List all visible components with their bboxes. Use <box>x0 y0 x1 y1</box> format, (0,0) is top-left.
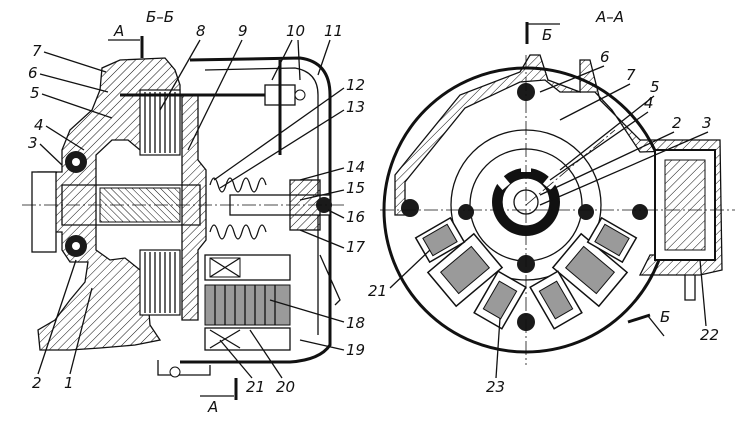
housing-cover <box>394 54 723 276</box>
label-16: 16 <box>346 208 365 226</box>
rlabel-4: 4 <box>644 94 654 112</box>
bolt-right <box>632 204 648 220</box>
bolt-top <box>517 83 535 101</box>
rlabel-5: 5 <box>650 78 660 96</box>
rlabel-22: 22 <box>700 326 719 344</box>
coil-upper-left <box>414 216 466 264</box>
label-3: 3 <box>28 134 38 152</box>
bolt-inner-right <box>578 204 594 220</box>
label-17: 17 <box>346 238 366 256</box>
rlabel-7: 7 <box>626 66 636 84</box>
label-5: 5 <box>30 84 40 102</box>
bottom-bracket <box>157 360 211 376</box>
label-20: 20 <box>276 378 295 396</box>
bolt-inner-left <box>458 204 474 220</box>
friction-discs-top <box>139 89 181 156</box>
label-13: 13 <box>346 98 365 116</box>
label-1: 1 <box>64 374 74 392</box>
cut-mark-a-top: А <box>113 22 124 40</box>
label-11: 11 <box>324 22 343 40</box>
label-10: 10 <box>286 22 305 40</box>
left-view-labels: Б–Б А А 1 2 3 4 5 6 7 8 9 10 11 12 13 14… <box>28 8 366 416</box>
spring-assembly <box>209 177 267 240</box>
cut-mark-b-bottom: Б <box>660 308 670 326</box>
label-2: 2 <box>32 374 42 392</box>
shaft-end-nut <box>316 197 332 213</box>
pressure-plate <box>181 94 207 321</box>
label-9: 9 <box>238 22 248 40</box>
friction-discs-bottom <box>139 249 181 316</box>
lower-lever <box>319 254 341 306</box>
rlabel-3: 3 <box>702 114 712 132</box>
label-14: 14 <box>346 158 365 176</box>
coil-right <box>551 232 629 308</box>
label-4: 4 <box>34 116 44 134</box>
coil-bottom-left <box>473 270 527 330</box>
rlabel-6: 6 <box>600 48 610 66</box>
label-7: 7 <box>32 42 42 60</box>
rlabel-2: 2 <box>672 114 682 132</box>
label-12: 12 <box>346 76 365 94</box>
cable-gland <box>684 275 696 301</box>
shaft-stub <box>31 171 57 253</box>
label-19: 19 <box>346 341 365 359</box>
coil-bottom-right <box>529 270 583 330</box>
label-18: 18 <box>346 314 365 332</box>
solenoid-block <box>204 254 291 351</box>
cut-mark-a-bottom: А <box>207 398 218 416</box>
label-6: 6 <box>28 64 38 82</box>
section-bb-view <box>22 36 345 400</box>
rlabel-23: 23 <box>486 378 505 396</box>
right-view-labels: А–А Б Б 2 3 4 5 6 7 21 22 23 <box>368 8 719 396</box>
rlabel-21: 21 <box>368 282 387 300</box>
label-8: 8 <box>196 22 206 40</box>
section-title-aa: А–А <box>595 8 624 26</box>
label-21: 21 <box>246 378 265 396</box>
label-15: 15 <box>346 179 365 197</box>
section-title-bb: Б–Б <box>146 8 174 26</box>
section-aa-view <box>380 22 735 365</box>
outer-casing <box>180 56 332 364</box>
coil-upper-right <box>586 216 638 264</box>
cut-mark-b-top: Б <box>542 26 552 44</box>
bolt-left <box>401 199 419 217</box>
coil-left <box>426 232 504 308</box>
